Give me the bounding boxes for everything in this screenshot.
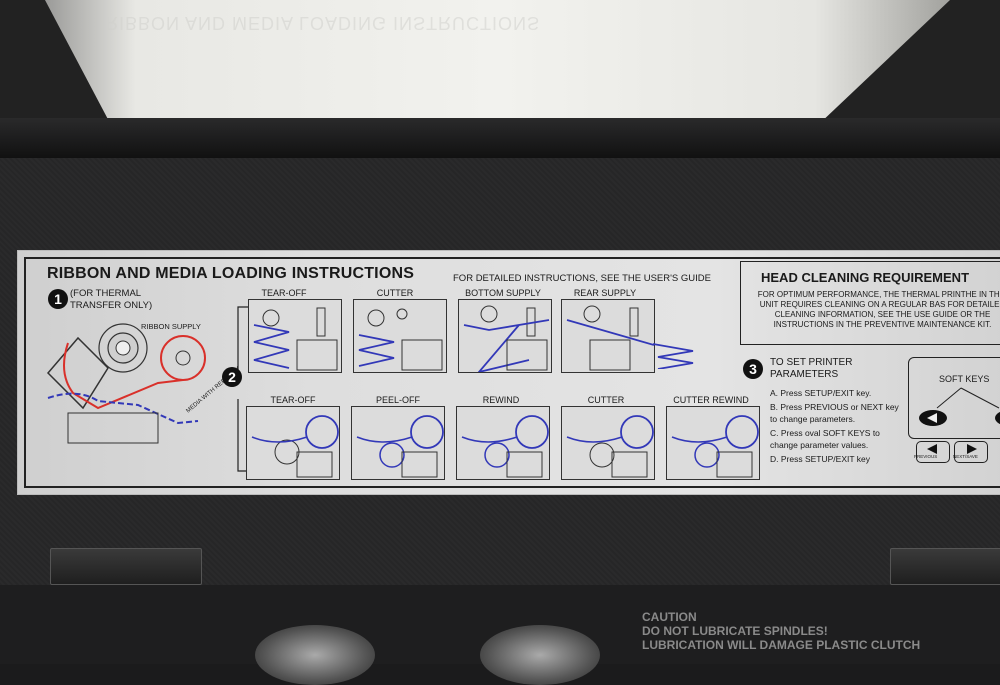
- printer-window-reflection: RIBBON AND MEDIA LOADING INSTRUCTIONS: [45, 0, 950, 120]
- step3-item-d: D. Press SETUP/EXIT key: [770, 454, 870, 464]
- ribbon-supply-label: RIBBON SUPPLY: [141, 322, 201, 331]
- row2-caption-4: CUTTER: [587, 395, 625, 405]
- step1-note-text: (FOR THERMAL TRANSFER ONLY): [70, 288, 153, 311]
- step2-badge: 2: [222, 367, 242, 387]
- step3-item-c: C. Press oval SOFT KEYS to change parame…: [770, 428, 880, 450]
- bottom-supply-illustration: [463, 305, 550, 372]
- diagram-cutter-2: [561, 406, 655, 480]
- row2-caption-5: CUTTER REWIND: [673, 395, 749, 405]
- diagram-rear-supply: [561, 299, 655, 373]
- soft-keys-label: SOFT KEYS: [939, 374, 990, 384]
- step3-item-b: B. Press PREVIOUS or NEXT key to change …: [770, 402, 899, 424]
- caution-notice: CAUTION DO NOT LUBRICATE SPINDLES! LUBRI…: [642, 610, 920, 652]
- cutter-2-illustration: [566, 415, 654, 478]
- cutter-rewind-illustration: [671, 415, 759, 478]
- previous-key-label: PREVIOUS: [914, 454, 938, 459]
- loading-instructions-label: RIBBON AND MEDIA LOADING INSTRUCTIONS FO…: [17, 250, 1000, 495]
- right-spindle: [480, 625, 600, 685]
- label-border: [24, 257, 1000, 488]
- step3-item-a: A. Press SETUP/EXIT key.: [770, 388, 872, 398]
- caution-line-3: LUBRICATION WILL DAMAGE PLASTIC CLUTCH: [642, 638, 921, 652]
- window-frame-shadow: [0, 118, 1000, 158]
- rear-supply-illustration: [566, 305, 654, 371]
- row1-caption-2: CUTTER: [376, 288, 414, 298]
- cutter-1-illustration: [358, 308, 443, 371]
- diagram-bottom-supply: [458, 299, 552, 373]
- row1-caption-3: BOTTOM SUPPLY: [465, 288, 541, 298]
- row1-caption-1: TEAR-OFF: [261, 288, 307, 298]
- step3-list: A. Press SETUP/EXIT key. B. Press PREVIO…: [770, 387, 905, 465]
- head-cleaning-body: FOR OPTIMUM PERFORMANCE, THE THERMAL PRI…: [757, 290, 1000, 329]
- diagram-peel-off: [351, 406, 445, 480]
- peel-off-illustration: [356, 415, 444, 478]
- head-cleaning-title: HEAD CLEANING REQUIREMENT: [761, 270, 970, 285]
- step1-badge: 1: [48, 289, 68, 309]
- reflected-label-text: RIBBON AND MEDIA LOADING INSTRUCTIONS: [105, 13, 541, 33]
- step2-brackets: [237, 306, 248, 472]
- previous-key-icon: [916, 441, 950, 463]
- row1-caption-4: REAR SUPPLY: [573, 288, 637, 298]
- diagram-cutter-1: [353, 299, 447, 373]
- tear-off-2-illustration: [251, 415, 339, 478]
- label-title: RIBBON AND MEDIA LOADING INSTRUCTIONS: [47, 265, 415, 282]
- step3-title: TO SET PRINTER PARAMETERS: [770, 357, 853, 380]
- row2-caption-3: REWIND: [482, 395, 520, 405]
- diagram-rewind: [456, 406, 550, 480]
- caution-line-1: CAUTION: [642, 610, 697, 624]
- diagram-cutter-rewind: [666, 406, 760, 480]
- soft-keys-panel: SOFT KEYS: [908, 357, 1000, 439]
- step3-badge: 3: [743, 359, 763, 379]
- row2-caption-1: TEAR-OFF: [270, 395, 316, 405]
- next-save-key-icon: [954, 441, 988, 463]
- next-save-key-label: NEXT/SAVE: [953, 454, 978, 459]
- row2-caption-2: PEEL-OFF: [375, 395, 420, 405]
- caution-line-2: DO NOT LUBRICATE SPINDLES!: [642, 624, 828, 638]
- left-hinge: [50, 548, 202, 585]
- soft-keys-arrows: [919, 387, 1000, 426]
- head-cleaning-box: HEAD CLEANING REQUIREMENT FOR OPTIMUM PE…: [740, 261, 1000, 345]
- rewind-illustration: [461, 415, 549, 478]
- left-spindle: [255, 625, 375, 685]
- right-hinge: [890, 548, 1000, 585]
- tear-off-1-illustration: [253, 307, 338, 371]
- step1-note: (FOR THERMAL TRANSFER ONLY): [70, 288, 152, 312]
- ribbon-path-diagram: MEDIA WITH REFERENCE: [46, 323, 238, 444]
- diagram-tear-off-2: [246, 406, 340, 480]
- diagram-tear-off-1: [248, 299, 342, 373]
- rear-supply-fanfold: [653, 343, 694, 369]
- label-subtitle: FOR DETAILED INSTRUCTIONS, SEE THE USER'…: [453, 273, 711, 284]
